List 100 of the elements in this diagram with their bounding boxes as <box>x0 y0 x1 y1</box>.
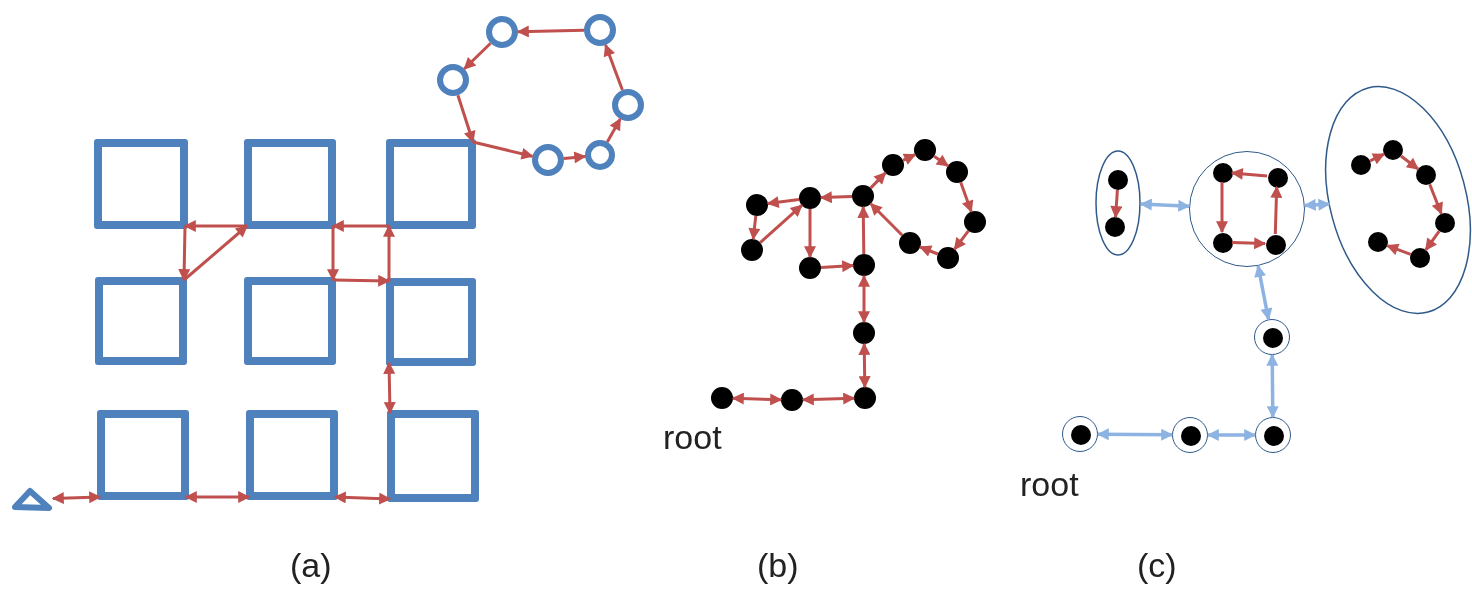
dot-node <box>746 194 768 216</box>
arrow <box>759 204 803 244</box>
double-arrow <box>383 361 396 415</box>
dot-node <box>853 322 875 344</box>
dot-node <box>1213 233 1233 253</box>
arrow <box>1231 237 1267 250</box>
arrow <box>748 215 761 241</box>
double-arrow <box>333 491 392 505</box>
double-arrow <box>1139 198 1191 212</box>
dot-node <box>1383 140 1403 160</box>
arrow <box>1230 167 1268 180</box>
dot-node <box>799 187 821 209</box>
dot-node <box>964 211 986 233</box>
square-node <box>387 410 479 502</box>
arrow <box>603 43 624 91</box>
dot-node <box>1351 155 1371 175</box>
dot-node <box>1263 328 1283 348</box>
ring-node <box>585 140 615 170</box>
arrow <box>766 196 800 209</box>
dot-node <box>1435 213 1455 233</box>
square-node <box>95 277 187 365</box>
dot-node <box>711 387 733 409</box>
arrow <box>869 202 904 237</box>
arrow <box>331 220 389 232</box>
panel-label: (c) <box>1137 548 1177 582</box>
ring-node <box>532 144 564 176</box>
dot-node <box>1071 425 1091 445</box>
square-node <box>246 410 338 500</box>
double-arrow <box>184 491 251 503</box>
dot-node <box>946 161 968 183</box>
double-arrow <box>858 274 870 324</box>
arrow <box>472 140 534 160</box>
ring-node <box>486 16 518 48</box>
arrow <box>383 224 395 281</box>
arrow <box>1386 243 1412 256</box>
square-node <box>386 278 476 366</box>
arrow <box>463 42 492 70</box>
dot-node <box>1264 426 1284 446</box>
node-caption: root <box>1020 467 1079 501</box>
dot-node <box>781 389 803 411</box>
arrow <box>820 260 855 273</box>
arrow <box>183 220 247 232</box>
arrow <box>563 151 587 164</box>
double-arrow <box>1254 264 1273 321</box>
arrow <box>516 25 585 38</box>
arrow <box>606 117 622 143</box>
dot-node <box>853 254 875 276</box>
panel-label: (b) <box>757 548 799 582</box>
panel-label: (a) <box>290 548 332 582</box>
arrow <box>902 153 917 165</box>
arrow <box>1428 183 1443 215</box>
double-arrow <box>858 342 871 389</box>
dot-node <box>1410 248 1430 268</box>
arrow <box>1216 182 1228 234</box>
dot-node <box>1368 232 1388 252</box>
square-node <box>94 139 188 229</box>
arrow <box>819 191 853 204</box>
ring-node <box>437 64 469 96</box>
square-node <box>244 139 336 229</box>
dot-node <box>1416 165 1436 185</box>
dot-node <box>899 232 921 254</box>
ring-node <box>612 89 644 121</box>
dot-node <box>741 239 763 261</box>
arrow <box>953 229 970 251</box>
arrow <box>183 224 248 282</box>
arrow <box>178 225 191 282</box>
square-node <box>244 277 336 365</box>
arrow <box>1110 189 1123 219</box>
ring-node <box>584 14 616 46</box>
dot-node <box>882 154 904 176</box>
arrow <box>332 274 391 287</box>
double-arrow <box>1206 429 1257 441</box>
arrow <box>1369 152 1385 165</box>
triangle-node <box>11 487 53 511</box>
arrow <box>869 171 887 190</box>
arrow <box>456 94 476 144</box>
arrow <box>857 205 870 255</box>
square-node <box>386 139 476 229</box>
dot-node <box>1213 163 1233 183</box>
dot-node <box>1266 235 1286 255</box>
dot-node <box>854 387 876 409</box>
double-arrow <box>51 491 102 505</box>
double-arrow <box>731 392 783 406</box>
node-caption: root <box>663 420 722 454</box>
dot-node <box>799 257 821 279</box>
square-node <box>97 410 189 500</box>
arrow <box>1270 185 1283 235</box>
ellipse-group <box>1095 150 1141 256</box>
dot-node <box>914 139 936 161</box>
dot-node <box>937 247 959 269</box>
dot-node <box>1268 168 1288 188</box>
arrow <box>933 154 949 168</box>
dot-node <box>1181 426 1201 446</box>
dot-node <box>852 185 874 207</box>
double-arrow <box>1303 198 1331 211</box>
double-arrow <box>1096 428 1174 441</box>
arrow <box>919 245 939 257</box>
arrow <box>959 181 974 213</box>
arrow <box>804 209 816 259</box>
arrow <box>1400 154 1419 171</box>
